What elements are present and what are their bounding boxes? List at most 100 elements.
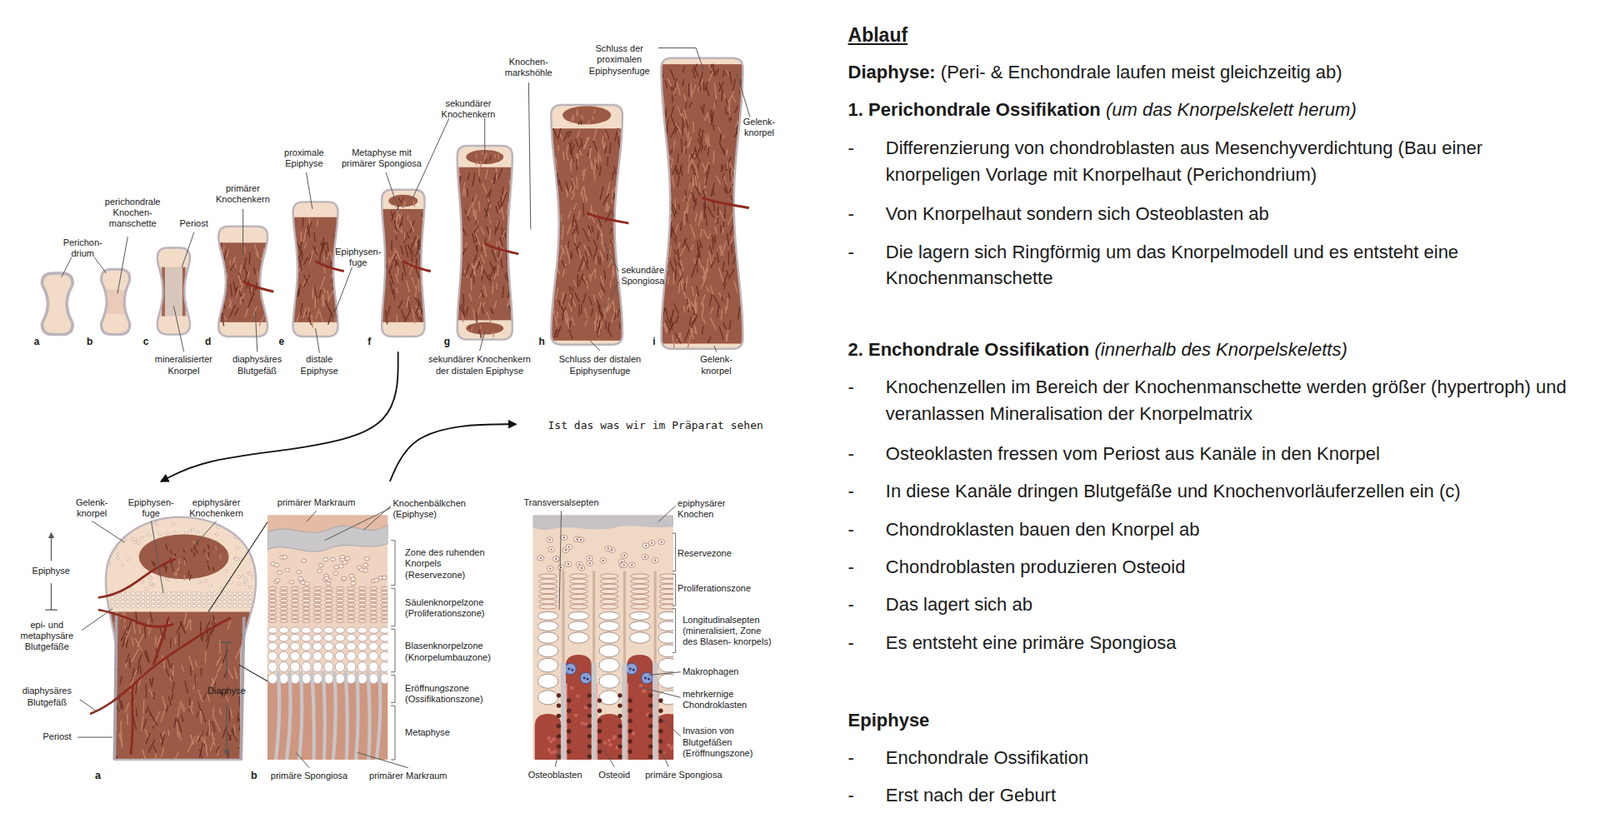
trabecula (575, 177, 578, 189)
trabecula (121, 701, 123, 710)
column-cell (280, 611, 289, 615)
zone-bracket (390, 588, 395, 626)
bone-stage (549, 105, 629, 345)
trabecula (702, 276, 705, 282)
trabecula (325, 300, 330, 312)
trabecula (728, 108, 730, 117)
hypertrophic-cell (369, 642, 379, 651)
column-cell (539, 605, 558, 610)
trabecula (685, 329, 690, 341)
hypertrophic-cell (301, 627, 311, 634)
trabecula (140, 665, 141, 675)
marrow (102, 611, 262, 760)
column-cell (268, 595, 277, 599)
trabecula (493, 173, 497, 180)
trabecula (728, 157, 732, 164)
trabecula (210, 675, 217, 686)
trabecula (585, 320, 588, 326)
trabecula (176, 622, 182, 635)
column-cell (135, 600, 140, 604)
trabecula (486, 312, 490, 323)
cell-nucleus (589, 562, 591, 565)
chondrocyte (245, 525, 248, 529)
resting-chondrocyte (341, 576, 347, 580)
column-cell (280, 595, 289, 599)
trabecula (618, 206, 620, 214)
trabecula (582, 170, 585, 176)
trabecula (175, 638, 177, 645)
trabecula (709, 72, 714, 81)
trabecula (659, 188, 663, 196)
cell-nucleus (580, 567, 583, 570)
bone-stage (381, 190, 431, 337)
cartilage-model (293, 201, 339, 337)
cell-nucleus (660, 540, 663, 543)
trabecula (495, 221, 500, 232)
trabecula (194, 552, 195, 557)
chondrocyte (137, 541, 140, 545)
column-cell (346, 620, 355, 624)
trabecula (143, 720, 146, 730)
trabecula (402, 262, 406, 276)
trabecula (475, 162, 478, 165)
marrow-cavity (550, 128, 623, 341)
trabecula (569, 286, 573, 297)
trabecula (262, 280, 265, 295)
trabecula (619, 258, 622, 272)
trabecula (738, 170, 742, 182)
chondrocyte (234, 557, 237, 560)
trabecula (730, 163, 735, 173)
trabecula (684, 196, 686, 201)
trabecula (263, 267, 270, 280)
hypertrophic-cell (267, 627, 277, 634)
trabecula (714, 82, 716, 92)
trabecula (710, 318, 716, 330)
trabecula (673, 274, 675, 285)
trabecula (590, 160, 592, 170)
column-cell (302, 611, 311, 615)
trabecula (491, 282, 494, 294)
cell-nucleus (588, 557, 590, 560)
trabecula (160, 627, 162, 635)
trabecula (153, 712, 160, 726)
trabecula (300, 231, 302, 243)
trabecula (683, 306, 685, 313)
column-cell (325, 603, 334, 607)
trabecula (237, 713, 240, 722)
trabecula (716, 253, 719, 263)
trabecula (695, 212, 698, 222)
column-cell (369, 586, 378, 590)
trabecula (684, 284, 686, 291)
trabecula (714, 96, 717, 110)
column-cell (569, 594, 588, 599)
trabecula (670, 201, 677, 214)
column-cell (539, 584, 558, 589)
trabecula (149, 678, 151, 685)
hypertrophic-cell (312, 642, 322, 651)
resting-chondrocyte (298, 576, 304, 580)
column-cell (539, 600, 558, 605)
resting-chondrocyte (546, 537, 554, 543)
hypertrophic-cell (312, 634, 322, 642)
trabecula (724, 93, 726, 99)
blood-cell (549, 740, 553, 744)
trabecula (555, 157, 558, 167)
trabecula (190, 665, 192, 675)
trabecula (165, 544, 168, 550)
trabecula (589, 205, 592, 219)
column-cell (290, 615, 300, 620)
column-cell (166, 604, 170, 607)
trabecula (203, 549, 205, 552)
trabecula (696, 286, 699, 296)
trabecula (589, 148, 591, 158)
marrow-cavity (293, 217, 339, 323)
trabecula (474, 258, 480, 270)
trabecula (501, 227, 504, 235)
trabecula (489, 156, 491, 161)
trabecula (687, 166, 690, 174)
trabecula (509, 258, 511, 264)
trabecula (678, 243, 680, 248)
trabecula (585, 308, 588, 319)
column-cell (181, 600, 185, 604)
column-cell (217, 604, 221, 607)
